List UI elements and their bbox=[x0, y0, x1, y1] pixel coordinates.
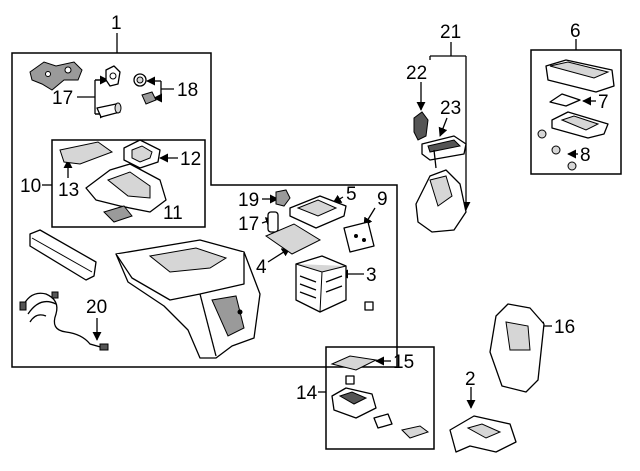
callout-3: 3 bbox=[366, 265, 377, 286]
callout-13: 13 bbox=[58, 180, 79, 201]
callout-16: 16 bbox=[554, 317, 575, 338]
clip-17-a bbox=[105, 65, 121, 87]
callout-19: 19 bbox=[238, 190, 259, 211]
storage-box-3 bbox=[295, 255, 347, 313]
screw-8-c bbox=[567, 161, 577, 171]
cup-tray-14 bbox=[331, 387, 377, 419]
leader-17a bbox=[77, 79, 104, 115]
bracket-9 bbox=[343, 221, 375, 253]
grommet-18-a bbox=[133, 73, 147, 87]
center-console-body bbox=[115, 239, 261, 359]
callout-17-center: 17 bbox=[238, 214, 259, 235]
grommet-18-b bbox=[141, 91, 157, 105]
hinge-7 bbox=[549, 93, 581, 107]
callout-14: 14 bbox=[296, 383, 318, 404]
leader-21 bbox=[429, 42, 466, 210]
shift-bezel-12 bbox=[123, 139, 161, 169]
armrest-lid-6 bbox=[545, 59, 615, 93]
knob-19 bbox=[275, 189, 291, 207]
latch-14 bbox=[373, 413, 393, 429]
callout-17-top: 17 bbox=[52, 88, 73, 109]
mat-4 bbox=[264, 223, 322, 255]
lid-15 bbox=[330, 355, 378, 371]
cup-holder-insert-5 bbox=[289, 195, 347, 229]
lid-base-plate bbox=[551, 111, 609, 139]
small-pad bbox=[364, 301, 374, 311]
screw-8-a bbox=[537, 129, 547, 139]
callout-4: 4 bbox=[256, 257, 267, 278]
callout-6: 6 bbox=[570, 21, 581, 42]
assembly-1-outline bbox=[11, 52, 398, 368]
cover-14 bbox=[401, 425, 430, 439]
bracket-2 bbox=[449, 415, 517, 453]
wire-harness-20 bbox=[19, 291, 109, 351]
callout-20: 20 bbox=[86, 297, 107, 318]
callout-10: 10 bbox=[20, 176, 41, 197]
callout-23: 23 bbox=[440, 98, 461, 119]
callout-7: 7 bbox=[598, 92, 609, 113]
callout-9: 9 bbox=[377, 189, 388, 210]
shift-indicator-23 bbox=[421, 135, 467, 161]
trim-plate-13 bbox=[59, 141, 114, 165]
side-panel-strip bbox=[29, 229, 97, 281]
screw-8-b bbox=[551, 145, 561, 155]
clip-17-b bbox=[96, 102, 122, 118]
callout-11: 11 bbox=[163, 203, 183, 224]
shift-knob-22 bbox=[413, 111, 429, 141]
callout-18: 18 bbox=[177, 80, 198, 101]
callout-5: 5 bbox=[346, 184, 357, 205]
callout-15: 15 bbox=[393, 352, 414, 373]
callout-22: 22 bbox=[406, 63, 427, 84]
bracket-top-left bbox=[29, 61, 83, 91]
callout-8: 8 bbox=[580, 145, 591, 166]
callout-21: 21 bbox=[440, 22, 461, 43]
shifter-assembly bbox=[415, 149, 467, 233]
callout-2: 2 bbox=[465, 369, 476, 390]
clip-17-center bbox=[267, 211, 279, 233]
callout-1: 1 bbox=[111, 13, 122, 34]
small-square bbox=[345, 375, 355, 385]
console-panel-11 bbox=[85, 163, 167, 223]
trim-panel-16 bbox=[489, 303, 545, 393]
leader-18 bbox=[160, 81, 174, 98]
leader-23 bbox=[438, 117, 448, 137]
callout-12: 12 bbox=[180, 149, 201, 170]
group-14-box bbox=[325, 346, 435, 450]
subgroup-10-box bbox=[51, 139, 206, 228]
